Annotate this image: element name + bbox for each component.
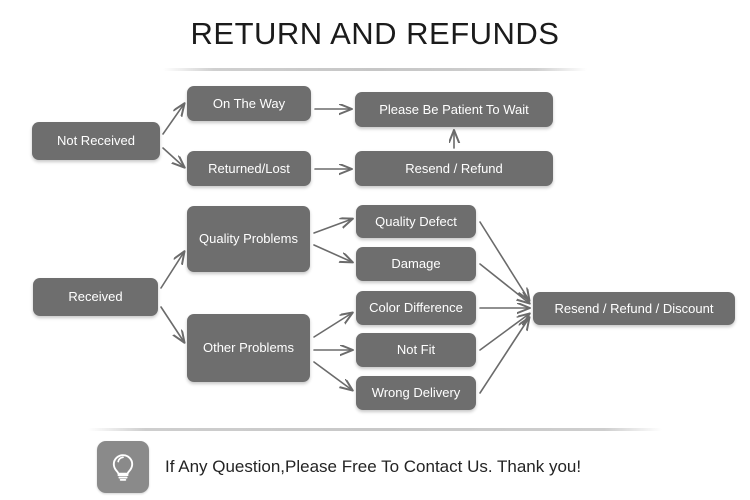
edge-not-received-to-returned-lost — [162, 147, 184, 167]
flow-node-on-the-way: On The Way — [187, 86, 311, 121]
lightbulb-icon — [97, 441, 149, 493]
edge-quality-problems-to-damage — [313, 244, 352, 262]
flow-node-quality-problems: Quality Problems — [187, 206, 310, 272]
edge-received-to-other-problems — [160, 306, 184, 342]
edge-quality-defect-to-resend-refund-discount — [479, 221, 529, 300]
edge-received-to-quality-problems — [160, 252, 184, 289]
flow-node-not-received: Not Received — [32, 122, 160, 160]
title-divider — [163, 68, 587, 71]
flow-node-damage: Damage — [356, 247, 476, 281]
flow-node-resend-refund: Resend / Refund — [355, 151, 553, 186]
edge-other-problems-to-color-difference — [313, 313, 352, 338]
flow-node-other-problems: Other Problems — [187, 314, 310, 382]
edge-not-received-to-on-the-way — [162, 104, 184, 135]
flow-node-quality-defect: Quality Defect — [356, 205, 476, 238]
flow-node-received: Received — [33, 278, 158, 316]
edge-quality-problems-to-quality-defect — [313, 219, 352, 234]
footer-divider — [88, 428, 662, 431]
footer-text: If Any Question,Please Free To Contact U… — [165, 457, 582, 476]
flow-node-resend-refund-discount: Resend / Refund / Discount — [533, 292, 735, 325]
flow-node-not-fit: Not Fit — [356, 333, 476, 367]
page-title: RETURN AND REFUNDS — [190, 16, 560, 51]
footer-contact-note: If Any Question,Please Free To Contact U… — [97, 441, 581, 493]
edge-wrong-delivery-to-resend-refund-discount — [479, 318, 529, 394]
flow-node-please-be-patient: Please Be Patient To Wait — [355, 92, 553, 127]
edge-not-fit-to-resend-refund-discount — [479, 314, 529, 351]
flow-node-color-difference: Color Difference — [356, 291, 476, 325]
edge-damage-to-resend-refund-discount — [479, 263, 529, 303]
flow-node-wrong-delivery: Wrong Delivery — [356, 376, 476, 410]
flow-node-returned-lost: Returned/Lost — [187, 151, 311, 186]
edge-other-problems-to-wrong-delivery — [313, 361, 352, 390]
